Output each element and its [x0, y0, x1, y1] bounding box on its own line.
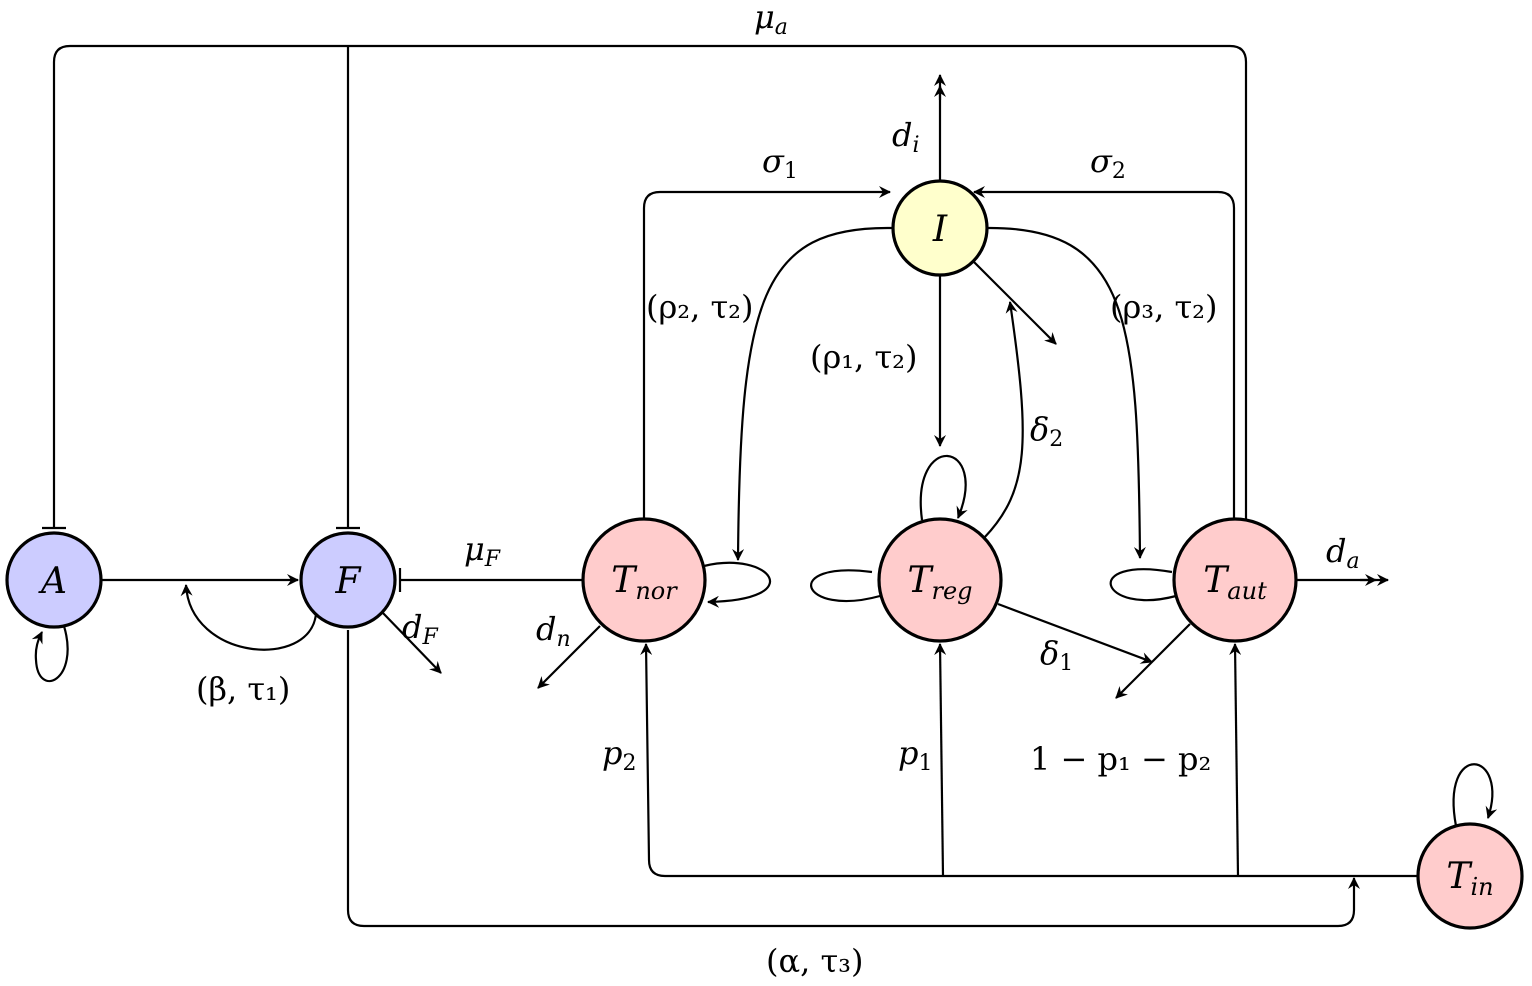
node-A: A — [5, 531, 103, 629]
label-p-1-main: p — [898, 734, 918, 772]
edge-Treg-self-loop-top — [919, 454, 968, 521]
label-p-2-main: p — [602, 734, 622, 772]
label-mu-F-main: μ — [464, 530, 485, 568]
edge-Tin-p2 — [640, 643, 1418, 878]
label-sigma-2-sub: 2 — [1112, 159, 1126, 184]
edge-rho3 — [985, 226, 1146, 559]
node-Tnor-main: T — [611, 560, 638, 601]
label-mu-a-sub: a — [775, 15, 788, 40]
label-p-1-sub: 1 — [918, 751, 932, 776]
label-d-a-sub: a — [1346, 549, 1359, 574]
label-sigma-2-main: σ — [1090, 142, 1113, 180]
node-A-label: A — [38, 561, 67, 602]
label-d-i: di — [892, 116, 920, 158]
node-Tin-sub: in — [1470, 873, 1493, 901]
label-delta-2-main: δ — [1030, 410, 1049, 448]
node-Taut-circle — [1172, 517, 1298, 643]
node-I-label: I — [932, 209, 948, 250]
edge-sigma-2 — [973, 186, 1236, 520]
label-delta-2-sub: 2 — [1049, 427, 1063, 452]
node-Taut-sub: aut — [1227, 577, 1267, 605]
node-A-circle — [5, 531, 103, 629]
node-Tnor-circle — [581, 517, 707, 643]
node-Taut: Taut — [1172, 517, 1298, 643]
node-I-circle — [891, 179, 989, 277]
label-delta-1-main: δ — [1040, 634, 1059, 672]
label-delta-1: δ1 — [1040, 634, 1073, 676]
edge-Tin-1-p1-p2 — [1229, 643, 1242, 877]
edge-Tnor-decay — [537, 625, 601, 689]
edge-sigma-1 — [642, 186, 891, 519]
label-rho1-tau2: (ρ₁, τ₂) — [810, 338, 917, 376]
label-mu-F-sub: F — [484, 547, 501, 572]
label-delta-1-sub: 1 — [1059, 651, 1073, 676]
label-p-2: p2 — [602, 734, 636, 776]
edge-Taut-decay — [1115, 623, 1191, 699]
node-Taut-label: Taut — [1203, 560, 1267, 605]
edge-Tin-self-loop — [1452, 763, 1498, 827]
label-sigma-1: σ1 — [762, 142, 798, 184]
label-d-F-sub: F — [421, 625, 438, 650]
label-d-a: da — [1326, 532, 1360, 574]
label-sigma-1-main: σ — [762, 142, 785, 180]
edge-mu-a-to-A — [52, 44, 1248, 528]
node-Tin-label: Tin — [1446, 856, 1493, 901]
node-F-label: F — [335, 561, 363, 602]
label-mu-a-main: μ — [754, 0, 775, 36]
edge-rho2 — [732, 226, 893, 561]
edge-Tnor-self-loop — [703, 561, 772, 608]
label-p-2-sub: 2 — [622, 751, 636, 776]
label-d-n-sub: n — [556, 627, 570, 652]
edge-Tin-p1 — [934, 643, 947, 877]
node-Treg-label: Treg — [907, 560, 972, 605]
node-Tin: Tin — [1416, 822, 1524, 930]
node-Treg-circle — [877, 517, 1003, 643]
label-p-1: p1 — [898, 734, 932, 776]
label-d-i-sub: i — [912, 133, 919, 158]
node-F-circle — [299, 531, 397, 629]
edge-F-beta-loop — [180, 584, 318, 651]
label-sigma-1-sub: 1 — [784, 159, 798, 184]
edge-alpha — [346, 630, 1360, 928]
node-Taut-main: T — [1203, 560, 1230, 601]
label-rho2-tau2: (ρ₂, τ₂) — [646, 288, 753, 326]
edge-Treg-self-loop-left — [810, 569, 881, 603]
node-Tnor: Tnor — [581, 517, 707, 643]
label-d-n: dn — [536, 610, 571, 652]
node-Tin-circle — [1416, 822, 1524, 930]
label-d-F: dF — [402, 608, 438, 650]
node-Tnor-label: Tnor — [611, 560, 678, 605]
label-one-minus-p: 1 − p₁ − p₂ — [1030, 740, 1211, 778]
label-d-i-main: d — [892, 116, 912, 154]
node-Treg: Treg — [877, 517, 1003, 643]
label-rho3-tau2: (ρ₃, τ₂) — [1110, 288, 1217, 326]
label-delta-2: δ2 — [1030, 410, 1063, 452]
node-Tin-main: T — [1446, 856, 1473, 897]
edge-delta-2 — [983, 301, 1024, 539]
label-sigma-2: σ2 — [1090, 142, 1126, 184]
edge-Taut-self-loop — [1109, 568, 1177, 602]
edge-delta-1 — [997, 602, 1153, 664]
label-mu-a: μa — [754, 0, 788, 40]
label-d-a-main: d — [1326, 532, 1346, 570]
node-Tnor-sub: nor — [635, 577, 678, 605]
label-d-F-main: d — [402, 608, 422, 646]
label-beta-tau1: (β, τ₁) — [196, 670, 290, 708]
node-F: F — [299, 531, 397, 629]
label-alpha-tau3: (α, τ₃) — [766, 942, 863, 980]
label-mu-F: μF — [464, 530, 501, 572]
node-Treg-main: T — [907, 560, 934, 601]
label-d-n-main: d — [536, 610, 556, 648]
edge-A-self-loop — [31, 625, 69, 683]
edge-F-decay — [381, 611, 442, 674]
node-Treg-sub: reg — [931, 577, 972, 605]
node-I: I — [891, 179, 989, 277]
